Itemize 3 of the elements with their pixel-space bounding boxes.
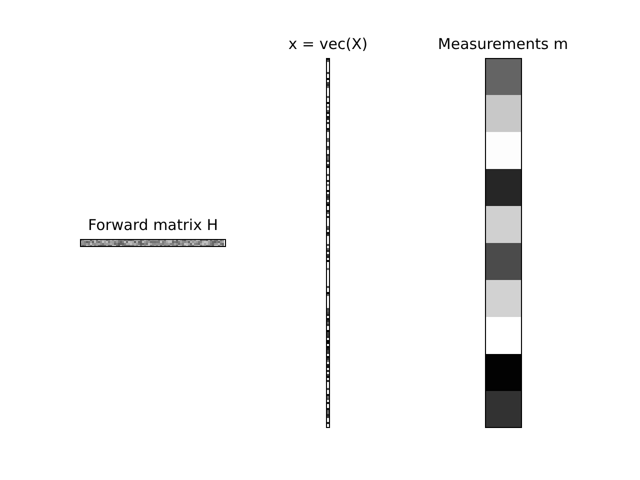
panel-title: x = vec(X) [288, 35, 368, 53]
panel-title: Forward matrix H [88, 216, 218, 234]
panel-title: Measurements m [438, 35, 568, 53]
